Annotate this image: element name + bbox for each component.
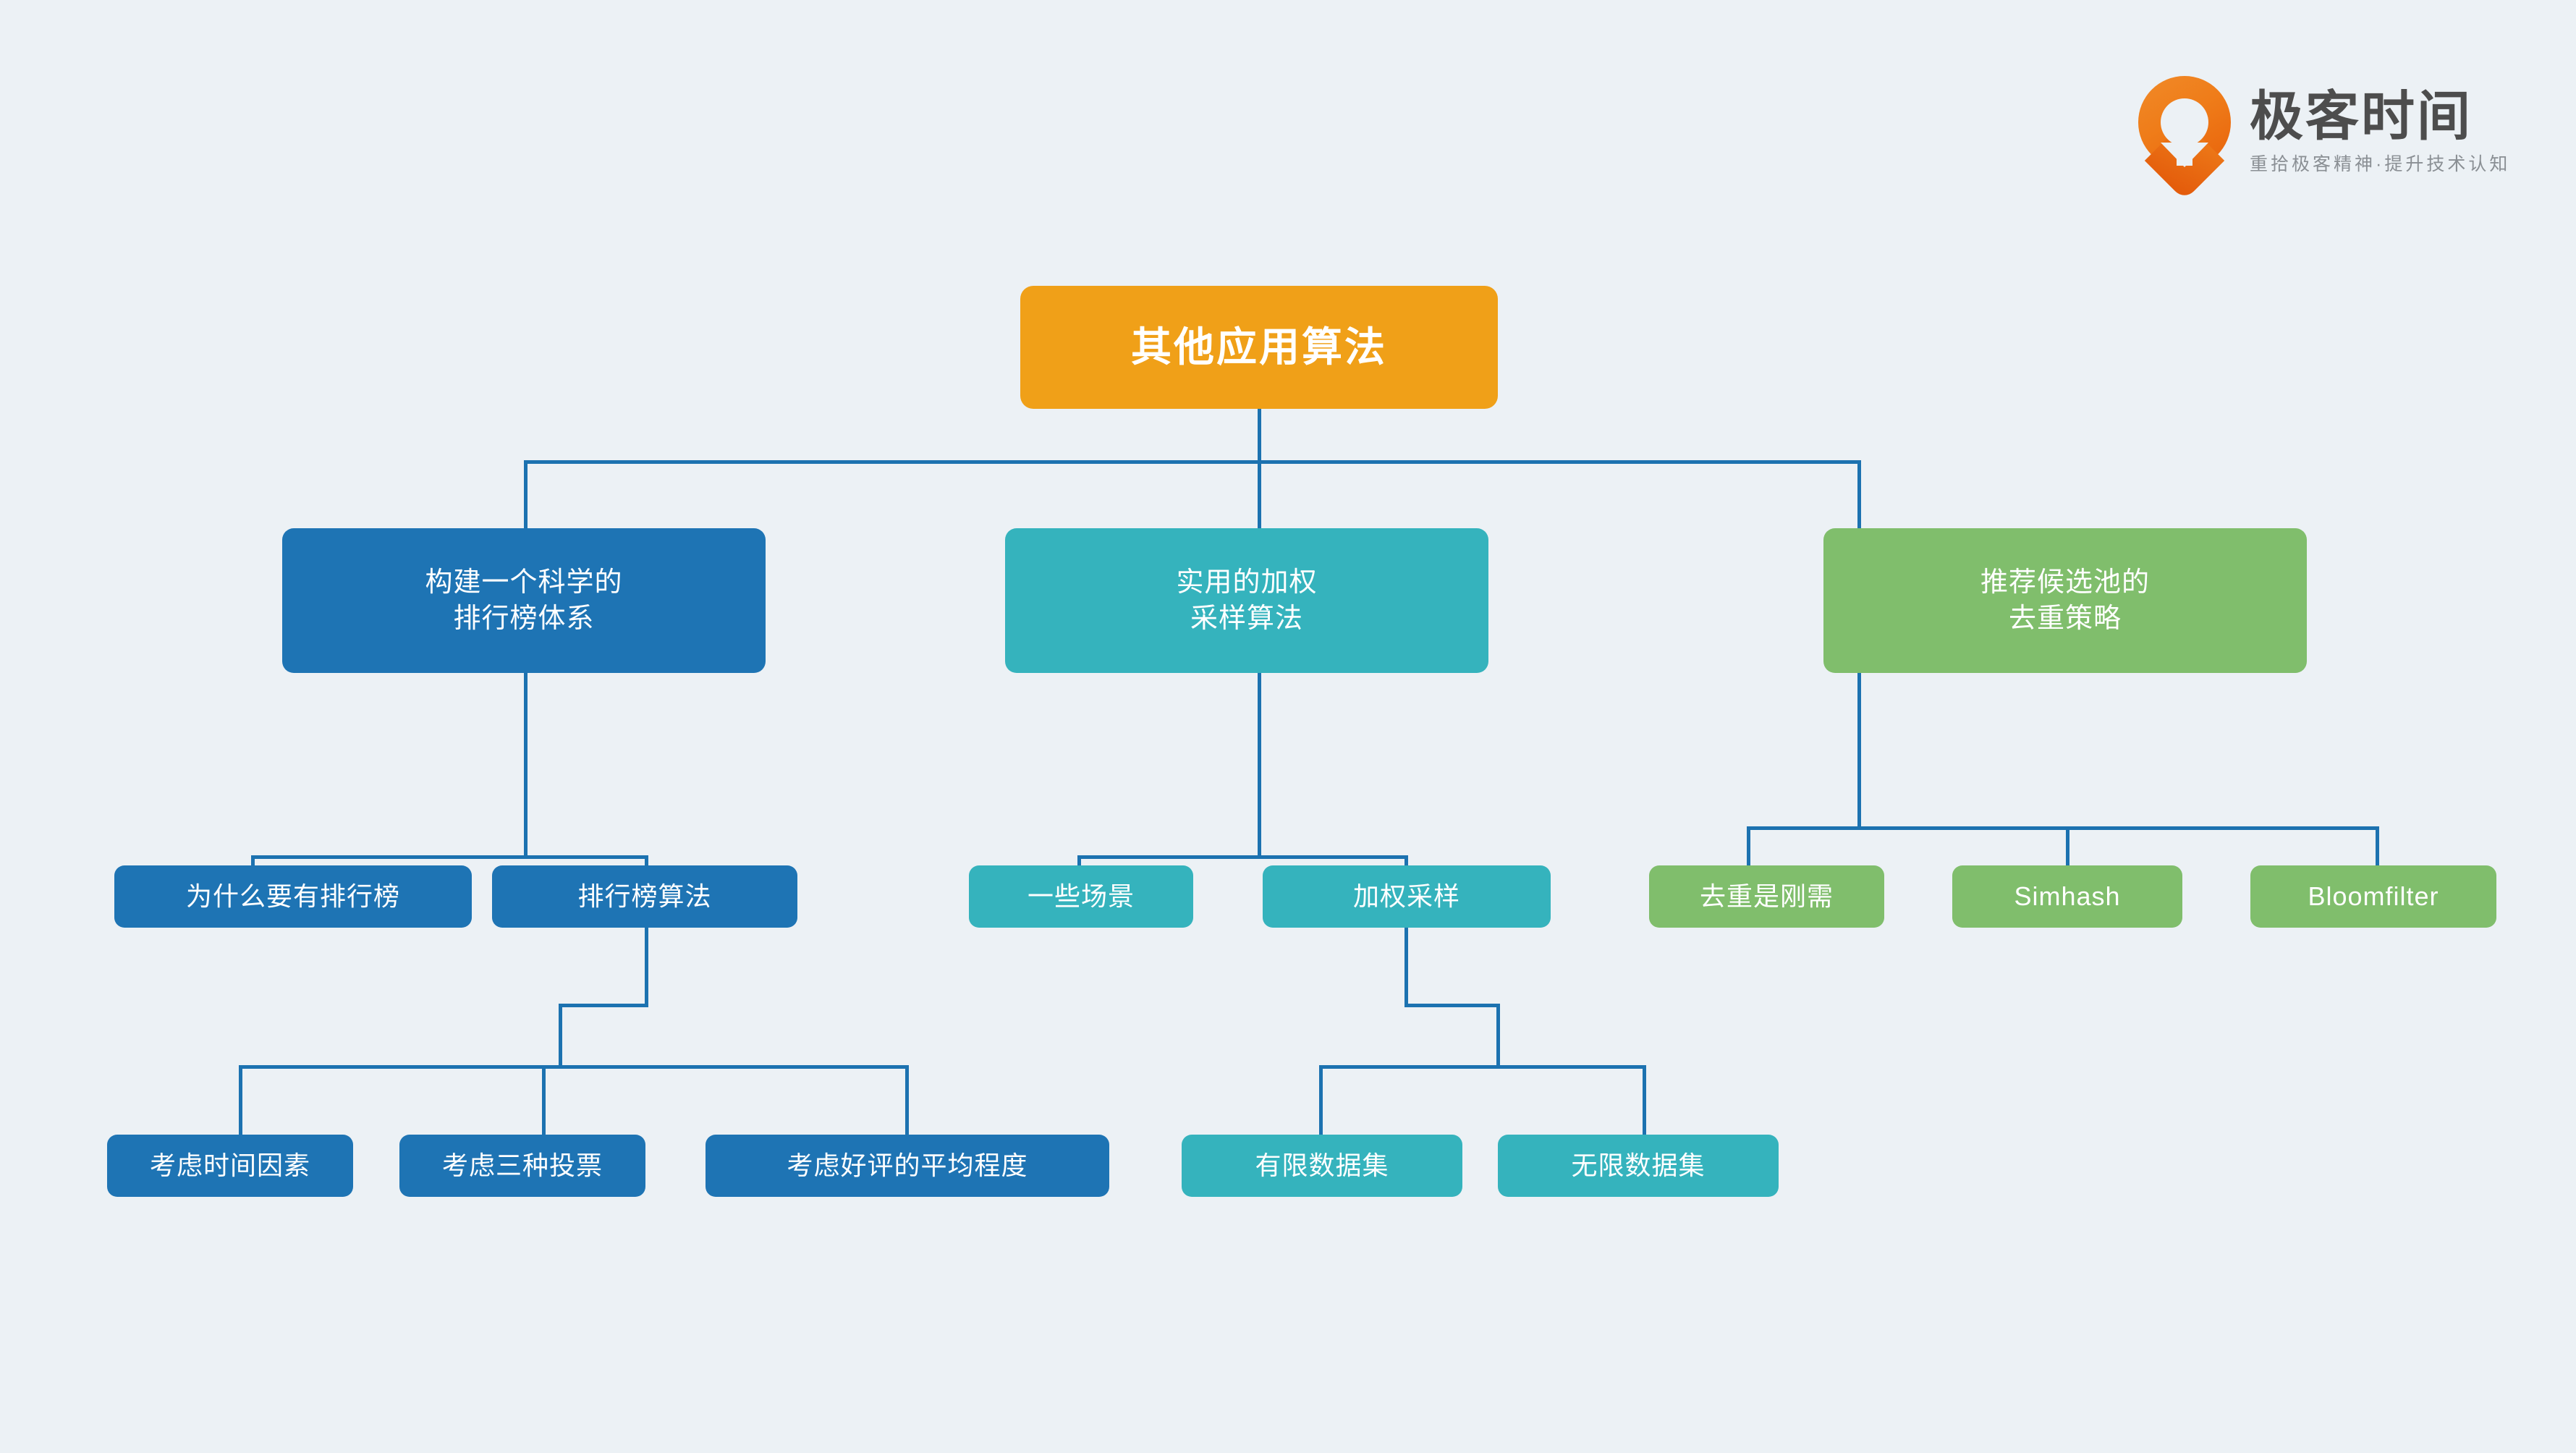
connector-rank-algo-jog-drop xyxy=(559,1004,562,1068)
connector-scenarios-drop xyxy=(1077,855,1081,867)
connector-branch1-drop xyxy=(524,460,528,530)
connector-branch3-drop xyxy=(1857,460,1861,530)
connector-finite-dataset-drop xyxy=(1319,1065,1323,1136)
connector-branch2-drop xyxy=(1258,460,1261,530)
connector-simhash-drop xyxy=(2066,826,2069,867)
connector-why-rank-drop xyxy=(251,855,255,867)
node-branch-weighted-sampling-line1: 实用的加权 xyxy=(1176,567,1318,598)
node-branch-ranking-system-line1: 构建一个科学的 xyxy=(425,567,623,598)
connector-weighted-sampling-stem xyxy=(1404,926,1408,1007)
connector-avg-praise-drop xyxy=(905,1065,909,1136)
connector-root-stem xyxy=(1258,407,1261,463)
connector-branch1-bus xyxy=(251,855,648,859)
node-consider-three-votes[interactable]: 考虑三种投票 xyxy=(399,1135,645,1197)
connector-level4-blue-bus xyxy=(239,1065,908,1069)
node-branch-ranking-system[interactable]: 构建一个科学的 排行榜体系 xyxy=(282,528,766,673)
brand-tagline: 重拾极客精神·提升技术认知 xyxy=(2250,154,2511,175)
node-ranking-algorithm[interactable]: 排行榜算法 xyxy=(492,865,797,928)
connector-weighted-sampling-jog xyxy=(1404,1004,1500,1007)
connector-dedup-need-drop xyxy=(1747,826,1750,867)
node-branch-weighted-sampling[interactable]: 实用的加权 采样算法 xyxy=(1005,528,1488,673)
connector-bloomfilter-drop xyxy=(2376,826,2379,867)
node-why-ranking[interactable]: 为什么要有排行榜 xyxy=(114,865,472,928)
connector-weighted-sampling-drop xyxy=(1404,855,1408,867)
node-branch-ranking-system-line2: 排行榜体系 xyxy=(453,603,595,634)
connector-rank-algo-drop xyxy=(645,855,648,867)
node-branch-dedup-strategy-line1: 推荐候选池的 xyxy=(1980,567,2150,598)
connector-level4-teal-bus xyxy=(1319,1065,1646,1069)
node-simhash[interactable]: Simhash xyxy=(1952,865,2182,928)
connector-branch3-stem xyxy=(1857,672,1861,829)
node-branch-weighted-sampling-line2: 采样算法 xyxy=(1190,603,1303,634)
connector-rank-algo-jog xyxy=(559,1004,648,1007)
brand-logo-text: 极客时间 重拾极客精神·提升技术认知 xyxy=(2250,88,2510,177)
connector-weighted-sampling-jog-drop xyxy=(1496,1004,1500,1068)
connector-infinite-dataset-drop xyxy=(1643,1065,1646,1136)
node-weighted-sampling[interactable]: 加权采样 xyxy=(1263,865,1551,928)
connector-rank-algo-stem xyxy=(645,926,648,1007)
node-consider-average-praise[interactable]: 考虑好评的平均程度 xyxy=(706,1135,1109,1197)
connector-level2-bus xyxy=(524,460,1861,464)
geekbang-pin-logo-icon xyxy=(2138,76,2231,188)
connector-branch3-bus xyxy=(1747,826,2379,830)
brand-logo: 极客时间 重拾极客精神·提升技术认知 xyxy=(2138,76,2510,188)
node-branch-dedup-strategy[interactable]: 推荐候选池的 去重策略 xyxy=(1823,528,2307,673)
connector-three-votes-drop xyxy=(542,1065,546,1136)
node-finite-dataset[interactable]: 有限数据集 xyxy=(1182,1135,1462,1197)
node-branch-dedup-strategy-line2: 去重策略 xyxy=(2008,603,2122,634)
connector-branch2-bus xyxy=(1077,855,1408,859)
brand-title: 极客时间 xyxy=(2250,85,2473,146)
node-consider-time-factor[interactable]: 考虑时间因素 xyxy=(107,1135,353,1197)
connector-time-factor-drop xyxy=(239,1065,242,1136)
node-dedup-is-essential[interactable]: 去重是刚需 xyxy=(1649,865,1884,928)
connector-branch1-stem xyxy=(524,672,528,858)
connector-branch2-stem xyxy=(1258,672,1261,858)
node-some-scenarios[interactable]: 一些场景 xyxy=(969,865,1193,928)
node-bloomfilter[interactable]: Bloomfilter xyxy=(2250,865,2496,928)
node-infinite-dataset[interactable]: 无限数据集 xyxy=(1498,1135,1779,1197)
node-root[interactable]: 其他应用算法 xyxy=(1020,286,1498,409)
